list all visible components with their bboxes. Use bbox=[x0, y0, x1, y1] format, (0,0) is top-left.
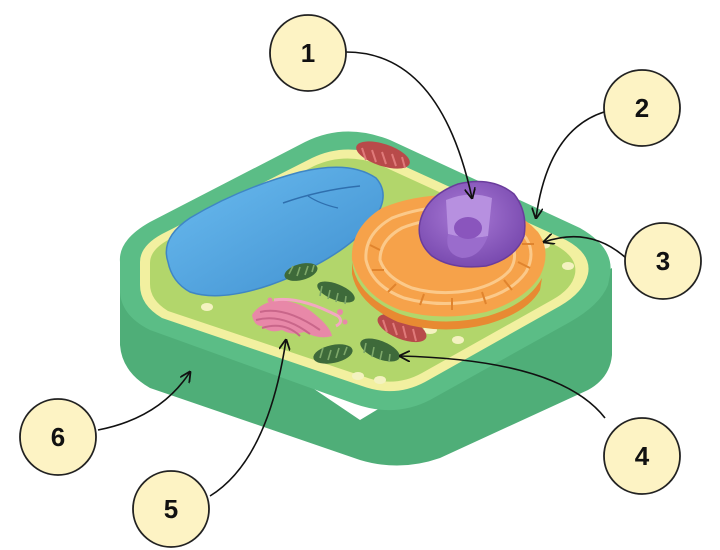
label-4-text: 4 bbox=[635, 441, 650, 471]
nucleolus bbox=[454, 217, 482, 239]
leader-5 bbox=[209, 340, 286, 497]
golgi-apparatus bbox=[252, 297, 348, 338]
leader-4 bbox=[400, 356, 606, 419]
plant-cell bbox=[119, 131, 612, 466]
label-5: 5 bbox=[132, 470, 210, 548]
chloroplast-2 bbox=[317, 281, 355, 305]
mitochondrion-top bbox=[356, 141, 410, 169]
label-5-text: 5 bbox=[164, 494, 178, 524]
leader-lines bbox=[97, 51, 627, 497]
label-2: 2 bbox=[603, 69, 681, 147]
label-4: 4 bbox=[603, 417, 681, 495]
label-1-text: 1 bbox=[301, 38, 315, 68]
label-1: 1 bbox=[269, 14, 347, 92]
leader-2 bbox=[536, 111, 605, 218]
mitochondrion-bottom bbox=[377, 313, 427, 343]
leader-6 bbox=[97, 372, 190, 431]
label-6: 6 bbox=[19, 398, 97, 476]
cell-wall-side bbox=[120, 258, 612, 466]
chloroplast-3 bbox=[313, 344, 353, 364]
nucleus bbox=[418, 180, 526, 268]
label-3: 3 bbox=[624, 222, 702, 300]
leader-3 bbox=[544, 237, 627, 259]
vacuole bbox=[165, 166, 384, 297]
label-6-text: 6 bbox=[51, 422, 65, 452]
chloroplast-1 bbox=[284, 263, 318, 281]
label-2-text: 2 bbox=[635, 93, 649, 123]
leader-1 bbox=[345, 51, 472, 198]
label-3-text: 3 bbox=[656, 246, 670, 276]
chloroplast-4 bbox=[360, 338, 400, 363]
